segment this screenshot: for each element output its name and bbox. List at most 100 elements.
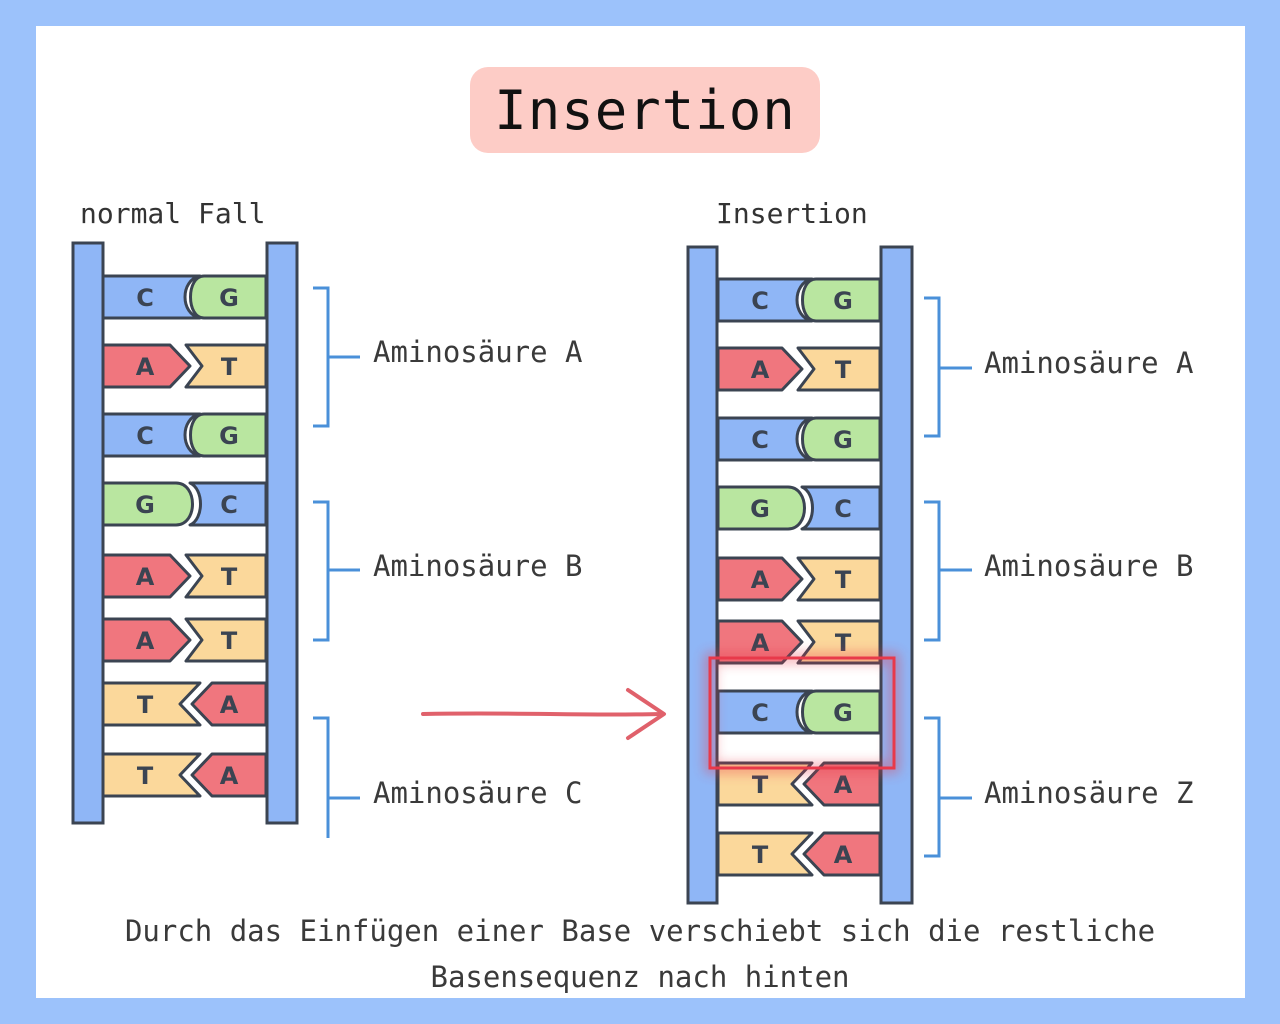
left-base-T-2-right: [184, 343, 268, 389]
right-base-letter-4-left: G: [750, 495, 770, 523]
right-base-letter-6-left: A: [751, 629, 770, 657]
left-strand-inner: [265, 241, 299, 825]
left-base-letter-8-left: T: [137, 762, 154, 790]
right-base-G-4-left: [716, 485, 806, 531]
arrow-head: [626, 688, 666, 740]
left-base-letter-1-left: C: [136, 284, 154, 312]
right-heading: Insertion: [716, 197, 868, 230]
left-base-letter-6-left: A: [136, 627, 155, 655]
left-amino-label-1: Aminosäure A: [373, 335, 583, 369]
left-base-letter-2-left: A: [136, 353, 155, 381]
right-base-G-3-right: [801, 416, 882, 462]
left-base-letter-7-right: A: [220, 691, 239, 719]
right-amino-label-3: Aminosäure Z: [984, 776, 1194, 810]
right-amino-label-2: Aminosäure B: [984, 549, 1194, 583]
right-base-C-4-right: [800, 485, 882, 531]
caption-line-2: Basensequenz nach hinten: [430, 960, 850, 994]
left-base-G-1-right: [189, 274, 268, 320]
left-strand-outer: [71, 241, 105, 825]
caption-line-1: Durch das Einfügen einer Base verschiebt…: [124, 914, 1156, 948]
left-base-letter-3-left: C: [136, 422, 154, 450]
right-base-letter-9-left: T: [752, 841, 769, 869]
left-base-letter-4-left: G: [135, 491, 155, 519]
left-amino-label-2: Aminosäure B: [373, 549, 583, 583]
right-base-letter-1-right: G: [833, 287, 853, 315]
right-base-A-2-left: [716, 346, 804, 392]
right-bracket-1: [924, 296, 972, 438]
right-base-letter-9-right: A: [834, 841, 853, 869]
left-base-T-6-right: [184, 617, 268, 663]
right-base-letter-2-left: A: [751, 356, 770, 384]
title-box: Insertion: [470, 67, 820, 153]
caption: Durch das Einfügen einer Base verschiebt…: [40, 908, 1240, 1000]
right-base-letter-6-right: T: [835, 629, 852, 657]
left-base-G-3-right: [189, 412, 268, 458]
right-base-letter-3-right: G: [833, 426, 853, 454]
right-base-letter-1-left: C: [751, 287, 769, 315]
left-base-G-4-left: [101, 481, 194, 527]
left-base-letter-4-right: C: [220, 491, 238, 519]
left-base-letter-5-right: T: [221, 563, 238, 591]
right-base-letter-7-left: C: [751, 699, 769, 727]
insertion-highlight: [708, 656, 896, 770]
left-base-A-6-left: [101, 617, 192, 663]
right-base-letter-3-left: C: [751, 426, 769, 454]
left-base-letter-5-left: A: [136, 563, 155, 591]
right-strand-inner: [879, 245, 914, 905]
left-base-A-2-left: [101, 343, 192, 389]
page-title: Insertion: [494, 78, 796, 142]
right-base-letter-5-right: T: [835, 566, 852, 594]
right-base-letter-2-right: T: [835, 356, 852, 384]
right-strand-outer: [686, 245, 719, 905]
right-base-letter-8-left: T: [752, 771, 769, 799]
left-base-T-8-left: [101, 752, 202, 798]
right-base-A-9-right: [802, 831, 882, 877]
left-bracket-3: [313, 716, 360, 838]
left-base-letter-2-right: T: [221, 353, 238, 381]
left-bracket-1: [313, 286, 360, 428]
right-base-T-5-right: [796, 556, 882, 602]
left-base-letter-3-right: G: [219, 422, 239, 450]
left-base-T-5-right: [184, 553, 268, 599]
right-base-T-9-left: [716, 831, 814, 877]
right-base-letter-5-left: A: [751, 566, 770, 594]
left-base-letter-1-right: G: [219, 284, 239, 312]
right-base-G-1-right: [801, 277, 882, 323]
left-base-letter-8-right: A: [220, 762, 239, 790]
left-base-A-5-left: [101, 553, 192, 599]
arrow-shaft: [421, 711, 664, 717]
right-bracket-3: [924, 716, 972, 858]
right-base-T-2-right: [796, 346, 882, 392]
left-bracket-2: [313, 500, 360, 642]
right-amino-label-1: Aminosäure A: [984, 346, 1194, 380]
left-base-letter-6-right: T: [221, 627, 238, 655]
right-base-letter-7-right: G: [833, 699, 853, 727]
left-base-A-7-right: [190, 681, 268, 727]
left-heading: normal Fall: [80, 197, 266, 230]
right-base-letter-4-right: C: [834, 495, 852, 523]
right-base-letter-8-right: A: [834, 771, 853, 799]
left-base-C-4-right: [188, 481, 268, 527]
left-base-A-8-right: [190, 752, 268, 798]
left-base-letter-7-left: T: [137, 691, 154, 719]
